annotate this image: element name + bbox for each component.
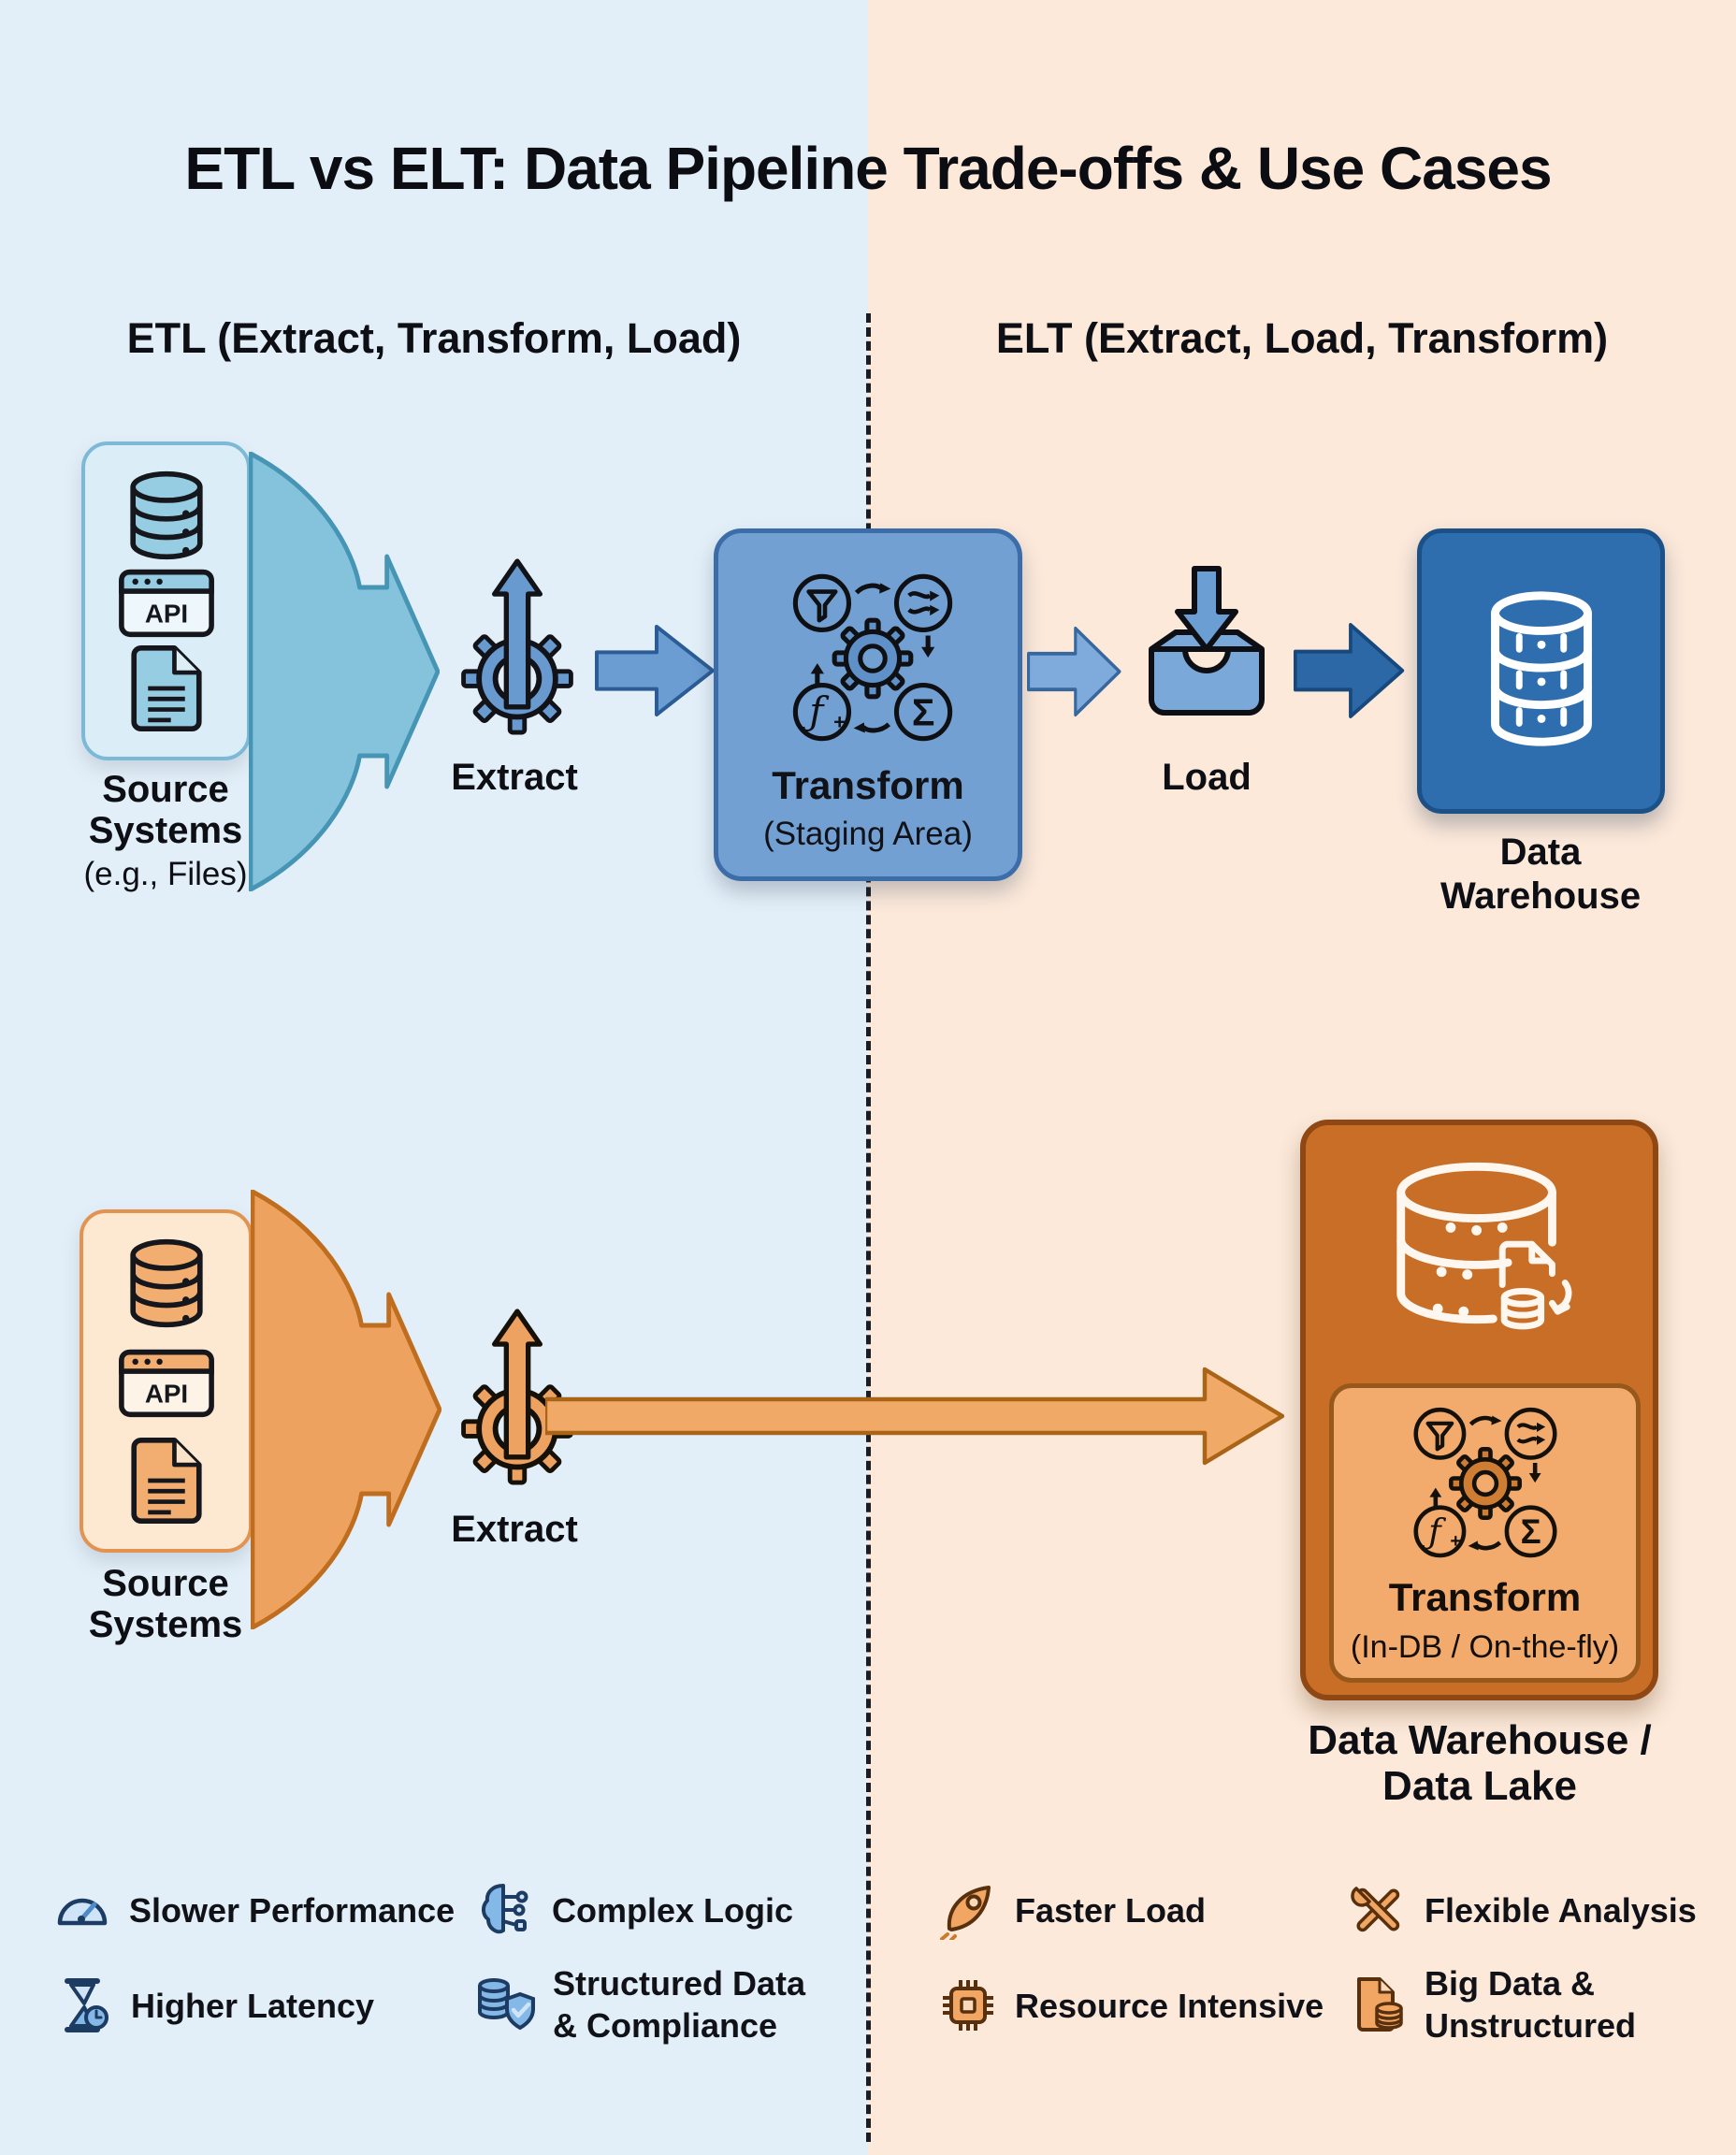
legend-item-flexible-analysis: Flexible Analysis — [1348, 1880, 1697, 1940]
etl-funnel-arrow — [249, 452, 440, 891]
warehouse-datalake-icon — [1396, 1162, 1572, 1330]
page-title: ETL vs ELT: Data Pipeline Trade-offs & U… — [184, 134, 1552, 202]
arrow-extract-to-transform — [595, 624, 715, 717]
elt-source-systems-label: Source Systems — [88, 1563, 243, 1645]
legend-item-complex-logic: Complex Logic — [475, 1880, 793, 1940]
file-icon — [130, 1437, 202, 1525]
database-icon — [129, 470, 203, 560]
svg-text:Σ: Σ — [1521, 1512, 1541, 1551]
database-icon — [129, 1238, 203, 1328]
elt-funnel-arrow — [251, 1190, 441, 1629]
etl-transform-title: Transform — [772, 763, 964, 807]
shuffle-circle-icon — [1504, 1407, 1557, 1460]
elt-warehouse-box: ƒ + Σ Transform (In-DB / On-the-fly) — [1300, 1120, 1658, 1700]
database-shield-icon — [478, 1978, 535, 2031]
legend-item-slower-performance: Slower Performance — [52, 1880, 455, 1940]
warehouse-database-icon — [1491, 591, 1592, 746]
elt-extract-label: Extract — [451, 1509, 578, 1550]
api-window-icon: API — [118, 569, 214, 637]
legend-item-structured-data: Structured Data & Compliance — [472, 1962, 805, 2047]
function-circle-icon — [1413, 1505, 1467, 1558]
file-icon — [130, 644, 202, 732]
svg-text:+: + — [833, 710, 846, 733]
legend-item-higher-latency: Higher Latency — [54, 1975, 374, 2035]
etl-data-warehouse-label: Data Warehouse — [1439, 832, 1642, 917]
filter-circle-icon — [1413, 1407, 1467, 1460]
rocket-icon — [940, 1886, 991, 1940]
api-label: API — [144, 1379, 187, 1408]
elt-long-arrow — [545, 1367, 1284, 1466]
svg-text:+: + — [1450, 1531, 1461, 1552]
elt-transform-title: Transform — [1388, 1575, 1582, 1619]
etl-data-warehouse-box — [1417, 528, 1665, 814]
function-circle-icon — [792, 683, 852, 742]
arrow-load-to-warehouse — [1294, 623, 1405, 718]
etl-source-systems-label: Source Systems (e.g., Files) — [16, 769, 315, 895]
source-label-line2: Systems — [88, 810, 243, 851]
etl-column-header: ETL (Extract, Transform, Load) — [126, 314, 742, 362]
hourglass-clock-icon — [65, 1978, 108, 2032]
source-label-line1: Source — [102, 769, 229, 810]
sigma-circle-icon — [893, 683, 953, 742]
divider-dashed-line — [866, 313, 871, 2142]
api-window-icon: API — [118, 1349, 214, 1417]
shuffle-circle-icon — [893, 573, 953, 632]
etl-load-label: Load — [1162, 757, 1251, 798]
brain-circuit-icon — [482, 1884, 528, 1934]
chip-icon — [943, 1980, 993, 2031]
elt-warehouse-label: Data Warehouse / Data Lake — [1308, 1717, 1652, 1809]
elt-source-systems-box: API — [80, 1209, 253, 1553]
etl-source-systems-box: API — [81, 441, 251, 760]
sigma-circle-icon — [1504, 1505, 1557, 1558]
legend-item-resource-intensive: Resource Intensive — [938, 1975, 1324, 2035]
api-label: API — [144, 599, 187, 628]
filter-circle-icon — [792, 573, 852, 632]
etl-transform-subtitle: (Staging Area) — [763, 816, 973, 852]
arrow-transform-to-load — [1027, 626, 1121, 717]
transform-process-icon: ƒ + Σ — [792, 573, 953, 742]
source-label-subtitle: (e.g., Files) — [83, 856, 248, 892]
document-database-icon — [1357, 1977, 1403, 2032]
tools-icon — [1351, 1887, 1400, 1932]
etl-extract-label: Extract — [451, 757, 578, 798]
legend-item-big-data: Big Data & Unstructured — [1348, 1962, 1636, 2047]
gauge-icon — [57, 1898, 108, 1926]
etl-load-tray-icon — [1149, 566, 1265, 716]
legend-item-faster-load: Faster Load — [938, 1880, 1206, 1940]
elt-extract-gear-icon — [461, 1309, 573, 1485]
elt-transform-subtitle: (In-DB / On-the-fly) — [1350, 1629, 1620, 1665]
etl-extract-gear-icon — [461, 558, 573, 735]
elt-column-header: ELT (Extract, Load, Transform) — [995, 314, 1609, 362]
elt-transform-inner-box: ƒ + Σ Transform (In-DB / On-the-fly) — [1329, 1383, 1641, 1683]
etl-transform-box: ƒ + Σ Transform (Staging Area) — [714, 528, 1022, 881]
transform-process-icon: ƒ + Σ — [1413, 1407, 1557, 1558]
svg-text:Σ: Σ — [912, 690, 934, 733]
